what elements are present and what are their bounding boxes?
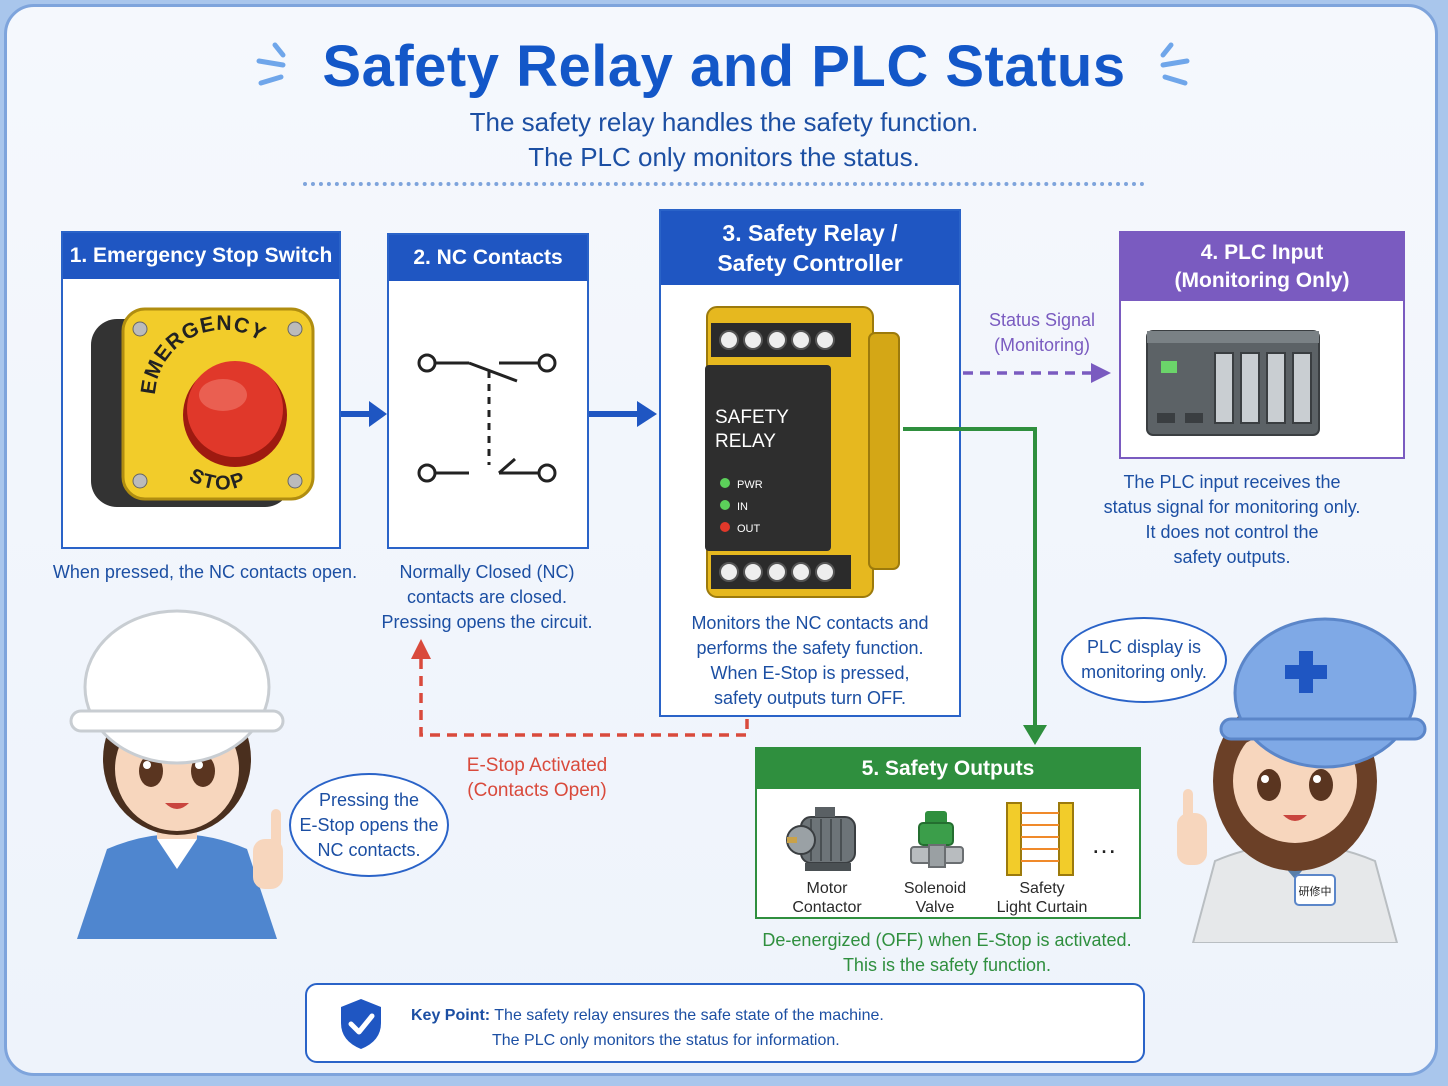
- plc-caption-line: safety outputs.: [1173, 547, 1291, 567]
- relay-caption-line: When E-Stop is pressed,: [710, 663, 910, 683]
- trainee-badge: 研修中: [1299, 884, 1332, 898]
- bubble-left-line: Pressing the: [318, 789, 420, 810]
- arrow-estop-to-nc: [341, 401, 387, 427]
- plc-unit-icon: [1146, 330, 1320, 436]
- sparkle-right-icon: [1160, 42, 1190, 86]
- relay-caption: Monitors the NC contacts and performs th…: [661, 611, 959, 711]
- in-led-icon: [720, 500, 730, 510]
- female-worker-illustration: 研修中: [1177, 617, 1427, 943]
- subtitle-line: The PLC only monitors the status.: [528, 142, 920, 172]
- relay-title: 3. Safety Relay / Safety Controller: [661, 211, 959, 285]
- outputs-title: 5. Safety Outputs: [757, 749, 1139, 789]
- motor-icon: [786, 807, 856, 871]
- diagram-frame: Safety Relay and PLC Status The safety r…: [4, 4, 1438, 1076]
- output-label-line: Solenoid: [903, 880, 967, 897]
- arrow-nc-to-relay: [589, 401, 657, 427]
- emergency-stop-icon: EMERGENCY STOP: [91, 307, 315, 507]
- title-divider: [303, 182, 1145, 186]
- relay-box: 3. Safety Relay / Safety Controller SAFE…: [659, 209, 961, 717]
- estop-caption: When pressed, the NC contacts open.: [52, 562, 358, 582]
- output-label-valve: Solenoid Valve: [885, 879, 985, 917]
- bubble-right-line: PLC display is: [1086, 637, 1202, 657]
- status-signal-arrow: [963, 363, 1111, 383]
- estop-title: 1. Emergency Stop Switch: [63, 233, 339, 279]
- relay-device-label: SAFETY: [715, 407, 789, 428]
- relay-title-line: 3. Safety Relay /: [722, 220, 898, 246]
- solenoid-valve-icon: [910, 811, 964, 868]
- plc-caption-line: status signal for monitoring only.: [1103, 497, 1361, 517]
- output-label-line: Light Curtain: [996, 899, 1088, 916]
- shield-check-icon: [341, 999, 381, 1049]
- status-signal-label: Status Signal (Monitoring): [971, 308, 1113, 358]
- outputs-caption-line: De-energized (OFF) when E-Stop is activa…: [762, 930, 1132, 950]
- nc-caption-line: Normally Closed (NC): [399, 562, 575, 582]
- relay-caption-line: performs the safety function.: [696, 638, 924, 658]
- page-title: Safety Relay and PLC Status: [322, 34, 1126, 99]
- estop-feedback-arrow: [411, 639, 749, 737]
- bubble-right-line: monitoring only.: [1081, 662, 1207, 682]
- cross-icon: [1285, 651, 1327, 693]
- light-curtain-icon: [1006, 802, 1074, 876]
- output-label-motor: Motor Contactor: [777, 879, 877, 917]
- relay-caption-line: Monitors the NC contacts and: [691, 613, 929, 633]
- speech-bubble-left: Pressing the E-Stop opens the NC contact…: [289, 773, 449, 877]
- key-point-line: The PLC only monitors the status for inf…: [492, 1032, 840, 1049]
- plc-caption-line: The PLC input receives the: [1123, 472, 1341, 492]
- more-outputs-ellipsis: …: [1091, 829, 1117, 859]
- nc-box: 2. NC Contacts: [387, 233, 589, 549]
- nc-contact-symbol-icon: [417, 353, 557, 483]
- estop-box: 1. Emergency Stop Switch EMERGENCY STOP: [61, 231, 341, 549]
- led-in-label: IN: [737, 501, 748, 513]
- subtitle-line: The safety relay handles the safety func…: [469, 107, 979, 137]
- plc-box: 4. PLC Input (Monitoring Only): [1119, 231, 1405, 459]
- status-signal-line: Status Signal: [988, 310, 1096, 330]
- output-label-curtain: Safety Light Curtain: [985, 879, 1099, 917]
- bubble-left-line: E-Stop opens the: [299, 814, 439, 835]
- plc-title-line: (Monitoring Only): [1174, 269, 1350, 292]
- page-subtitle: The safety relay handles the safety func…: [7, 105, 1435, 175]
- estop-activated-label: E-Stop Activated (Contacts Open): [437, 753, 637, 803]
- nc-caption: Normally Closed (NC) contacts are closed…: [367, 560, 607, 635]
- relay-caption-line: safety outputs turn OFF.: [713, 688, 907, 708]
- led-out-label: OUT: [737, 523, 761, 535]
- nc-caption-line: Pressing opens the circuit.: [381, 612, 593, 632]
- relay-device-label: RELAY: [715, 431, 776, 452]
- plc-caption: The PLC input receives the status signal…: [1087, 470, 1377, 570]
- pwr-led-icon: [720, 478, 730, 488]
- nc-title: 2. NC Contacts: [389, 235, 587, 281]
- sparkle-left-icon: [256, 42, 286, 86]
- status-signal-line: (Monitoring): [993, 335, 1091, 355]
- male-worker-illustration: [69, 609, 285, 939]
- led-pwr-label: PWR: [737, 479, 763, 491]
- output-label-line: Safety: [1019, 880, 1065, 897]
- output-label-line: Motor: [806, 880, 848, 897]
- bubble-left-line: NC contacts.: [317, 839, 421, 860]
- estop-activated-line: E-Stop Activated: [466, 755, 608, 776]
- key-point-text: Key Point: The safety relay ensures the …: [411, 1003, 884, 1053]
- output-label-line: Contactor: [792, 899, 862, 916]
- outputs-box: 5. Safety Outputs … Motor Contactor Sole…: [755, 747, 1141, 919]
- nc-caption-line: contacts are closed.: [406, 587, 568, 607]
- estop-activated-line: (Contacts Open): [467, 780, 607, 801]
- key-point-box: Key Point: The safety relay ensures the …: [305, 983, 1145, 1063]
- output-label-line: Valve: [915, 899, 955, 916]
- key-point-line: The safety relay ensures the safe state …: [494, 1007, 884, 1024]
- plc-title-line: 4. PLC Input: [1200, 241, 1324, 264]
- plc-title: 4. PLC Input (Monitoring Only): [1121, 233, 1403, 301]
- relay-title-line: Safety Controller: [717, 250, 903, 276]
- out-led-icon: [720, 522, 730, 532]
- outputs-caption: De-energized (OFF) when E-Stop is activa…: [737, 928, 1157, 978]
- safety-output-arrow: [903, 427, 1047, 745]
- key-point-label: Key Point:: [411, 1007, 491, 1024]
- safety-relay-icon: SAFETY RELAY PWR IN OUT: [705, 306, 900, 598]
- speech-bubble-right: PLC display is monitoring only.: [1061, 617, 1227, 703]
- plc-caption-line: It does not control the: [1145, 522, 1319, 542]
- outputs-caption-line: This is the safety function.: [842, 955, 1052, 975]
